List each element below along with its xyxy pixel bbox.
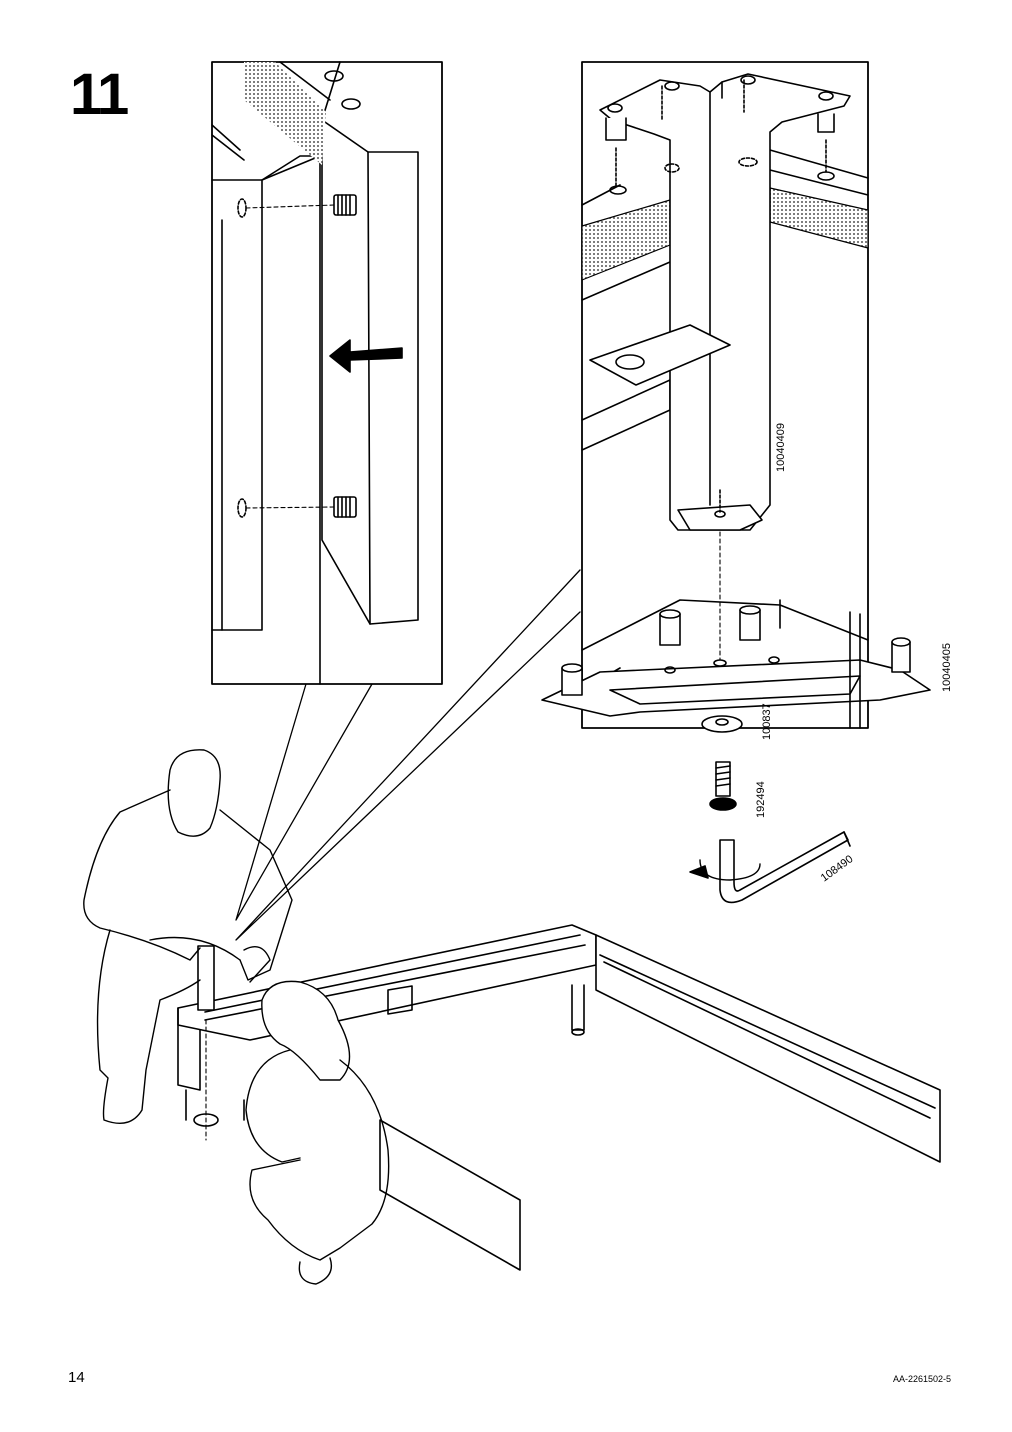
label-washer: 100837 (761, 703, 773, 740)
bed-frame (177, 924, 941, 1271)
detail-box-right (541, 61, 931, 729)
label-leg: 10040409 (775, 423, 787, 472)
label-bracket: 10040405 (941, 643, 953, 692)
detail-box-left (211, 61, 443, 685)
callout-lines (235, 569, 581, 941)
person-man (83, 749, 293, 1124)
step-number: 11 (70, 62, 129, 127)
person-woman (245, 980, 390, 1285)
label-bolt: 192494 (755, 781, 767, 818)
page-number: 14 (68, 1369, 85, 1386)
document-code: AA-2261502-5 (893, 1374, 952, 1384)
label-allen-key: 108490 (819, 853, 856, 884)
hardware-parts (689, 715, 851, 904)
